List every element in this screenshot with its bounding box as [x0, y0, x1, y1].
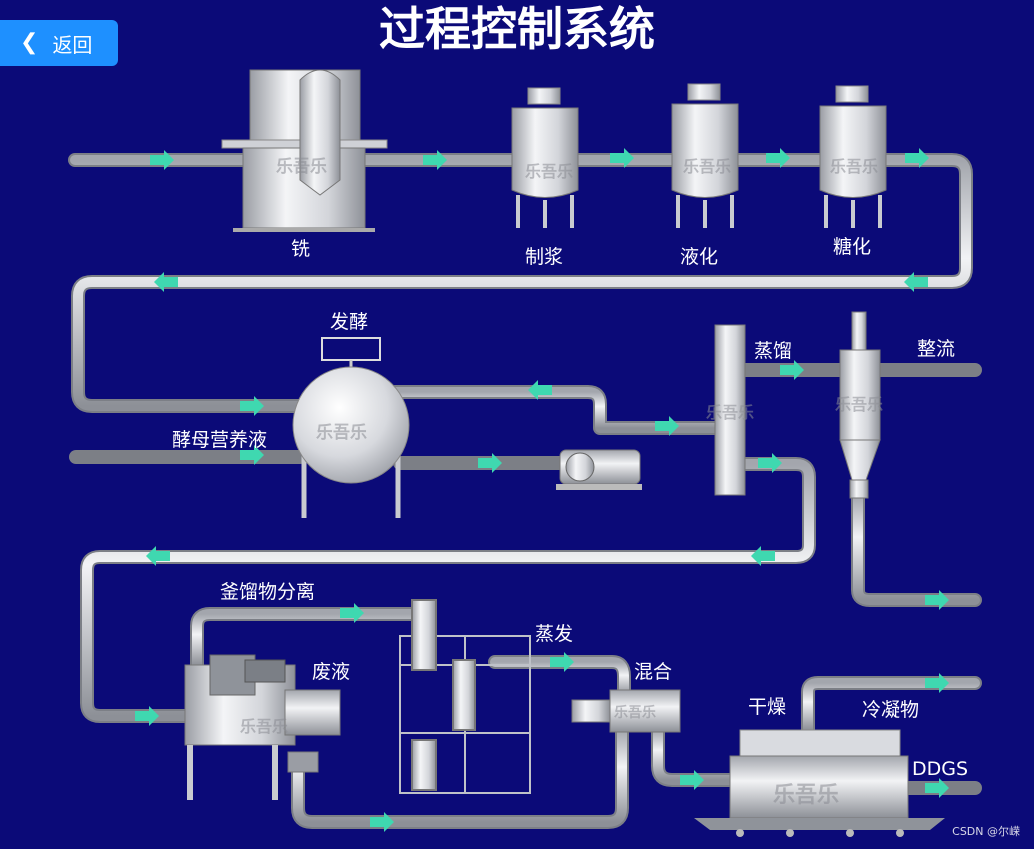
label-still-separate: 釜馏物分离	[220, 581, 316, 603]
pipe-network	[68, 153, 982, 829]
mill-equipment[interactable]	[221, 69, 388, 232]
arrow-right	[925, 673, 949, 693]
separator[interactable]	[184, 654, 341, 800]
watermark-text: 乐吾乐	[614, 704, 656, 721]
label-ferment: 发酵	[330, 311, 369, 333]
saccharify-tank[interactable]	[819, 85, 887, 228]
arrow-right	[370, 812, 394, 832]
label-ddgs: DDGS	[912, 758, 969, 780]
watermark-text: 乐吾乐	[276, 157, 327, 177]
label-rectify: 整流	[917, 338, 956, 360]
chevron-left-icon: ❮	[20, 30, 39, 55]
rectify-column[interactable]	[839, 311, 881, 499]
slurry-tank[interactable]	[511, 87, 579, 228]
arrow-right	[135, 706, 159, 726]
arrow-right	[766, 148, 790, 168]
arrow-left	[528, 380, 552, 400]
watermark-text: 乐吾乐	[683, 157, 731, 176]
arrow-right	[680, 770, 704, 790]
pump[interactable]	[556, 449, 642, 490]
label-slurry: 制浆	[525, 246, 564, 268]
watermark-text: 乐吾乐	[830, 157, 878, 176]
watermark-text: 乐吾乐	[835, 395, 883, 414]
label-evaporate: 蒸发	[535, 623, 574, 645]
arrow-right	[758, 453, 782, 473]
arrow-left	[904, 272, 928, 292]
back-button[interactable]: ❮ 返回	[0, 20, 118, 66]
arrow-right	[150, 150, 174, 170]
flow-arrows	[135, 148, 949, 832]
footer-credit: CSDN @尔嵘	[952, 825, 1020, 838]
watermark-text: 乐吾乐	[316, 423, 367, 443]
page-title: 过程控制系统	[379, 2, 655, 56]
arrow-right	[478, 453, 502, 473]
arrow-right	[340, 603, 364, 623]
dryer[interactable]	[694, 729, 945, 837]
mixer[interactable]	[571, 689, 681, 733]
back-button-label: 返回	[52, 32, 93, 57]
watermarks: 乐吾乐 乐吾乐 乐吾乐 乐吾乐 乐吾乐 乐吾乐 乐吾乐 乐吾乐 乐吾乐 乐吾乐	[240, 157, 883, 808]
arrow-right	[655, 416, 679, 436]
evaporator[interactable]	[399, 599, 531, 794]
watermark-text: 乐吾乐	[773, 783, 839, 808]
label-mix: 混合	[634, 661, 673, 683]
arrow-left	[751, 546, 775, 566]
arrow-right	[550, 652, 574, 672]
label-dry: 干燥	[748, 696, 787, 718]
arrow-right	[905, 148, 929, 168]
arrow-right	[610, 148, 634, 168]
label-liquefy: 液化	[680, 246, 719, 268]
arrow-right	[423, 150, 447, 170]
label-mill: 铣	[291, 238, 311, 260]
watermark-text: 乐吾乐	[525, 162, 573, 181]
arrow-right	[780, 360, 804, 380]
fermenter[interactable]	[292, 337, 410, 518]
watermark-text: 乐吾乐	[240, 717, 288, 736]
arrow-right	[925, 778, 949, 798]
liquefy-tank[interactable]	[671, 83, 739, 228]
label-condensate: 冷凝物	[862, 699, 920, 721]
label-distill: 蒸馏	[754, 340, 793, 362]
arrow-right	[240, 396, 264, 416]
label-yeast: 酵母营养液	[172, 429, 268, 451]
arrow-right	[240, 445, 264, 465]
arrow-left	[146, 546, 170, 566]
watermark-text: 乐吾乐	[706, 403, 754, 422]
label-waste: 废液	[312, 661, 351, 683]
arrow-right	[925, 590, 949, 610]
label-saccharify: 糖化	[833, 236, 872, 258]
arrow-left	[154, 272, 178, 292]
distill-column[interactable]	[714, 324, 746, 496]
